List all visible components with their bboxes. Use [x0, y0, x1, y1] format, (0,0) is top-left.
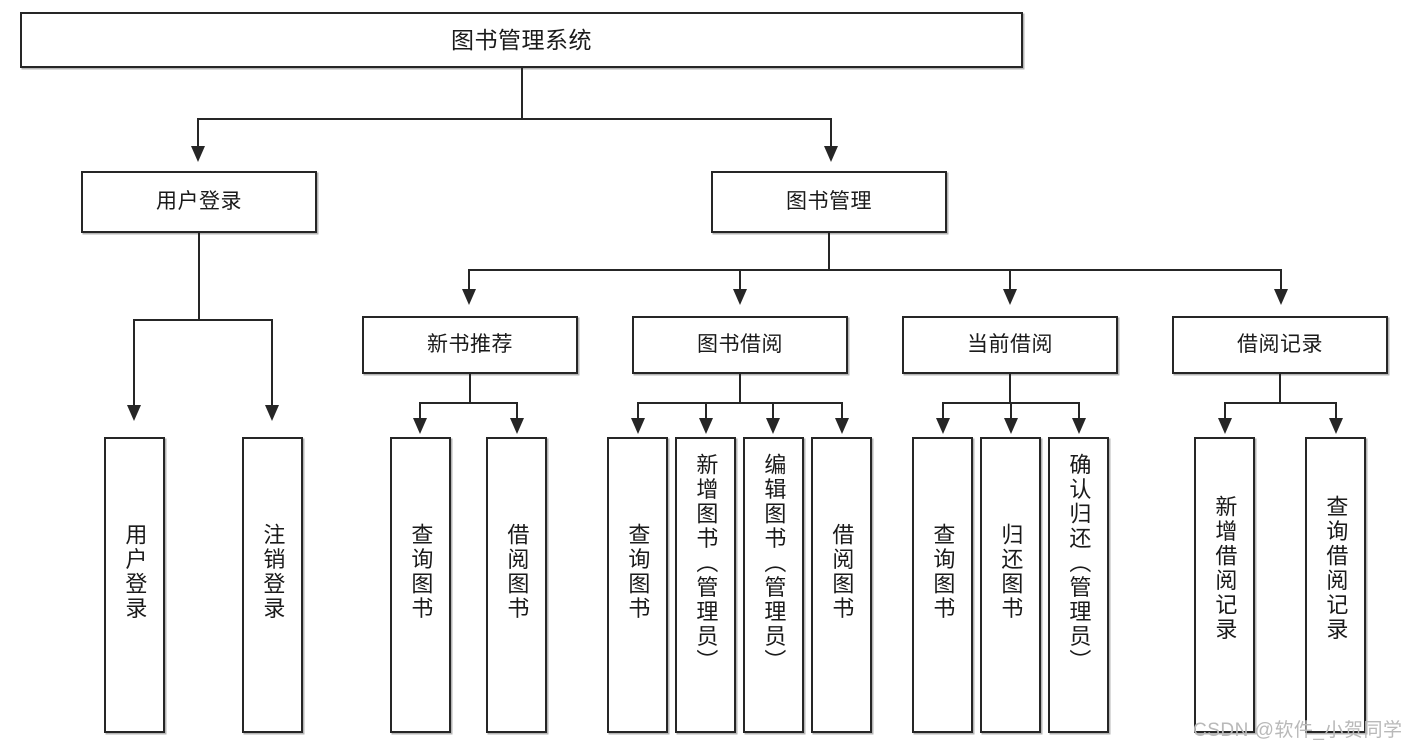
connector-user-login-stem — [198, 233, 200, 321]
node-label: 借阅图书 — [829, 523, 855, 621]
arrow-bm-to-borrow-record — [1274, 289, 1288, 305]
arrow-cb-to-leaf-1 — [936, 418, 950, 434]
arrow-bm-to-new-book — [462, 289, 476, 305]
arrow-br-to-leaf-1 — [1218, 418, 1232, 434]
node-label: 查询图书 — [930, 523, 956, 621]
connector-book-management-bus — [468, 269, 1282, 271]
node-label: 确认归还（管理员） — [1066, 453, 1092, 674]
connector-user-login-bus — [133, 319, 272, 321]
connector-book-management-stem — [828, 233, 830, 271]
connector-bb-to-leaf-3 — [772, 402, 774, 420]
leaf-borrow-record-add-record[interactable]: 新增借阅记录 — [1194, 437, 1255, 733]
node-label: 查询图书 — [625, 523, 651, 621]
node-label: 图书管理 — [786, 190, 872, 214]
arrow-root-to-book-management — [824, 146, 838, 162]
node-label: 当前借阅 — [967, 333, 1053, 357]
connector-cb-to-leaf-3 — [1078, 402, 1080, 420]
connector-root-bus — [198, 118, 832, 120]
leaf-current-borrow-query-book[interactable]: 查询图书 — [912, 437, 973, 733]
arrow-bm-to-book-borrow — [733, 289, 747, 305]
connector-root-to-book-management — [830, 118, 832, 148]
node-label: 新书推荐 — [427, 333, 513, 357]
leaf-borrow-record-query-record[interactable]: 查询借阅记录 — [1305, 437, 1366, 733]
connector-new-book-to-leaf-1 — [419, 402, 421, 420]
node-book-borrow[interactable]: 图书借阅 — [632, 316, 848, 374]
connector-cb-to-leaf-2 — [1010, 402, 1012, 420]
arrow-new-book-to-leaf-1 — [413, 418, 427, 434]
connector-user-login-to-leaf-2 — [271, 319, 273, 407]
node-book-management[interactable]: 图书管理 — [711, 171, 947, 233]
node-label: 借阅记录 — [1237, 333, 1323, 357]
arrow-new-book-to-leaf-2 — [510, 418, 524, 434]
arrow-bb-to-leaf-3 — [766, 418, 780, 434]
connector-borrow-record-bus — [1224, 402, 1337, 404]
connector-br-to-leaf-1 — [1224, 402, 1226, 420]
connector-br-to-leaf-2 — [1335, 402, 1337, 420]
connector-bb-to-leaf-1 — [637, 402, 639, 420]
connector-bm-to-borrow-record — [1280, 269, 1282, 291]
node-label: 图书借阅 — [697, 333, 783, 357]
node-label: 借阅图书 — [504, 523, 530, 621]
node-root-book-management-system[interactable]: 图书管理系统 — [20, 12, 1023, 68]
connector-bb-to-leaf-2 — [705, 402, 707, 420]
connector-bb-to-leaf-4 — [841, 402, 843, 420]
connector-root-to-user-login — [197, 118, 199, 148]
connector-user-login-to-leaf-1 — [133, 319, 135, 407]
node-label: 归还图书 — [998, 523, 1024, 621]
leaf-user-login-logout[interactable]: 注销登录 — [242, 437, 303, 733]
connector-new-book-bus — [419, 402, 518, 404]
connector-borrow-record-stem — [1279, 374, 1281, 404]
connector-root-stem — [521, 68, 523, 120]
leaf-new-book-borrow-book[interactable]: 借阅图书 — [486, 437, 547, 733]
connector-new-book-to-leaf-2 — [516, 402, 518, 420]
node-label: 新增图书（管理员） — [693, 453, 719, 674]
connector-current-borrow-stem — [1009, 374, 1011, 404]
node-current-borrow[interactable]: 当前借阅 — [902, 316, 1118, 374]
arrow-cb-to-leaf-2 — [1004, 418, 1018, 434]
arrow-bb-to-leaf-4 — [835, 418, 849, 434]
connector-book-borrow-bus — [637, 402, 842, 404]
leaf-new-book-query-book[interactable]: 查询图书 — [390, 437, 451, 733]
node-label: 查询图书 — [408, 523, 434, 621]
connector-new-book-stem — [469, 374, 471, 404]
leaf-current-borrow-return-book[interactable]: 归还图书 — [980, 437, 1041, 733]
connector-bm-to-book-borrow — [739, 269, 741, 291]
node-borrow-record[interactable]: 借阅记录 — [1172, 316, 1388, 374]
arrow-root-to-user-login — [191, 146, 205, 162]
node-label: 用户登录 — [122, 523, 148, 621]
arrow-user-login-to-leaf-1 — [127, 405, 141, 421]
node-user-login[interactable]: 用户登录 — [81, 171, 317, 233]
node-label: 注销登录 — [260, 523, 286, 621]
leaf-book-borrow-edit-book-admin[interactable]: 编辑图书（管理员） — [743, 437, 804, 733]
arrow-user-login-to-leaf-2 — [265, 405, 279, 421]
leaf-book-borrow-add-book-admin[interactable]: 新增图书（管理员） — [675, 437, 736, 733]
leaf-user-login-login[interactable]: 用户登录 — [104, 437, 165, 733]
node-label: 编辑图书（管理员） — [761, 453, 787, 674]
arrow-cb-to-leaf-3 — [1072, 418, 1086, 434]
arrow-br-to-leaf-2 — [1329, 418, 1343, 434]
node-label: 查询借阅记录 — [1323, 495, 1349, 642]
connector-cb-to-leaf-1 — [942, 402, 944, 420]
connector-bm-to-current-borrow — [1009, 269, 1011, 291]
connector-bm-to-new-book — [468, 269, 470, 291]
leaf-current-borrow-confirm-return-admin[interactable]: 确认归还（管理员） — [1048, 437, 1109, 733]
arrow-bb-to-leaf-1 — [631, 418, 645, 434]
arrow-bm-to-current-borrow — [1003, 289, 1017, 305]
node-label: 新增借阅记录 — [1212, 495, 1238, 642]
arrow-bb-to-leaf-2 — [699, 418, 713, 434]
node-label: 用户登录 — [156, 190, 242, 214]
leaf-book-borrow-query-book[interactable]: 查询图书 — [607, 437, 668, 733]
leaf-book-borrow-borrow-book[interactable]: 借阅图书 — [811, 437, 872, 733]
node-label: 图书管理系统 — [451, 26, 592, 53]
node-new-book-recommend[interactable]: 新书推荐 — [362, 316, 578, 374]
connector-book-borrow-stem — [739, 374, 741, 404]
